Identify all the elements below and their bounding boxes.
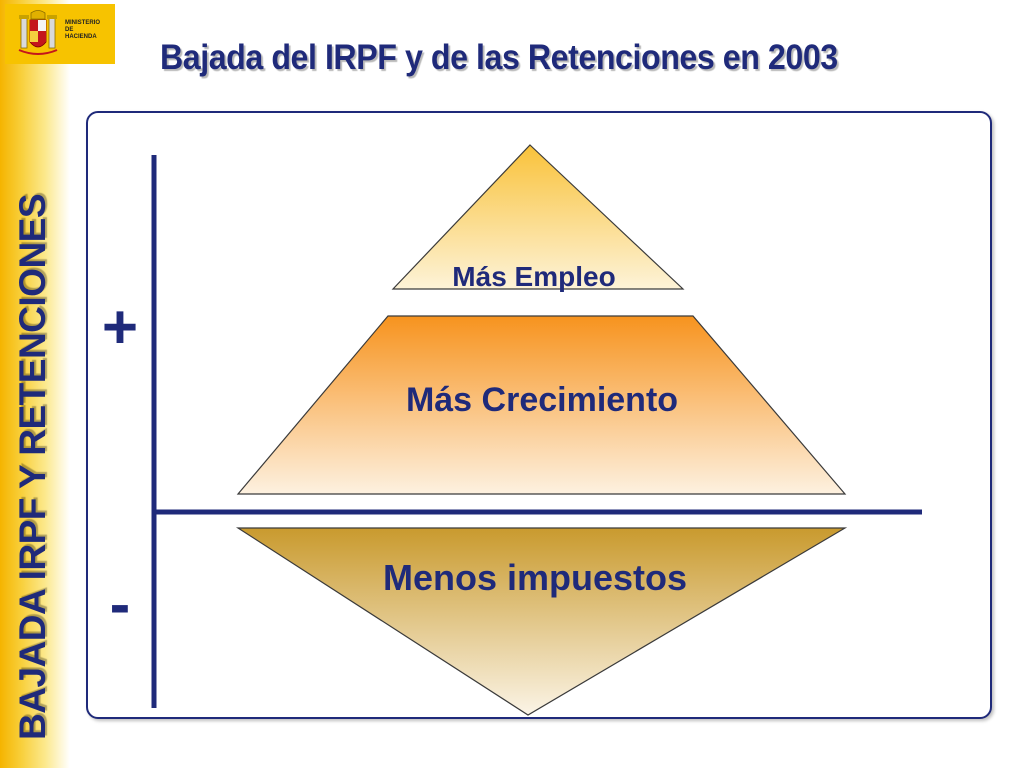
middle-trapezoid-shape — [236, 315, 847, 495]
logo-line: HACIENDA — [65, 34, 97, 40]
bottom-triangle-shape — [235, 527, 848, 716]
logo-line: MINISTERIO — [65, 20, 101, 26]
side-gradient-bar — [0, 0, 70, 768]
logo-text: MINISTERIO DE HACIENDA — [65, 20, 100, 41]
spain-coat-of-arms-icon — [18, 10, 58, 55]
minus-label: - — [110, 570, 131, 639]
top-triangle-label: Más Empleo — [452, 261, 615, 292]
bottom-triangle-label: Menos impuestos — [383, 557, 687, 598]
top-triangle-shape — [391, 144, 685, 290]
middle-trapezoid-label: Más Crecimiento — [406, 381, 678, 419]
plus-label: + — [102, 293, 138, 362]
logo-line: DE — [65, 27, 74, 33]
ministry-logo: MINISTERIO DE HACIENDA — [5, 4, 115, 64]
page-title: Bajada del IRPF y de las Retenciones en … — [160, 38, 838, 77]
